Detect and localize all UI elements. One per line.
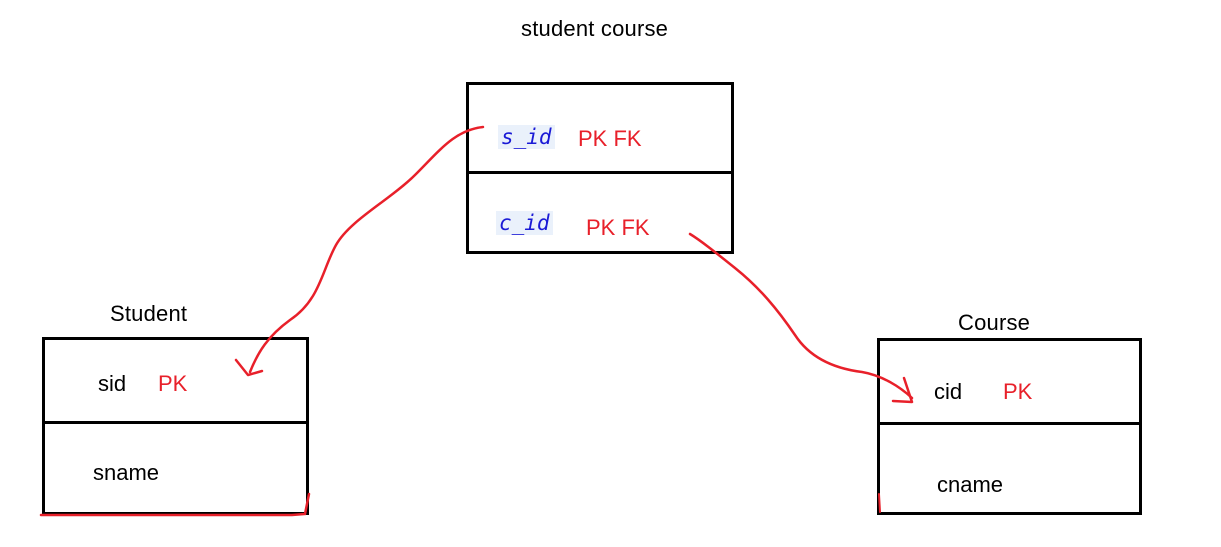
course-table-divider	[877, 422, 1142, 425]
course-field-cname: cname	[937, 472, 1004, 497]
junction-field-c_id-key: PK FK	[586, 215, 650, 240]
student-table-title: Student	[110, 301, 188, 326]
junction-field-c_id: c_id	[496, 211, 553, 235]
course-field-cid: cid	[934, 379, 963, 404]
course-field-cid-key: PK	[1003, 379, 1033, 404]
student-table-divider	[42, 421, 309, 424]
course-table-title: Course	[958, 310, 1031, 335]
junction-table-title: student course	[521, 16, 669, 41]
s_id-to-sid-line	[248, 125, 485, 374]
course-table: cid PK cname	[877, 338, 1142, 515]
student-field-sid: sid	[98, 371, 127, 396]
junction-field-s_id: s_id	[498, 125, 555, 149]
student-table: sid PK sname	[42, 337, 309, 515]
student-field-sname: sname	[93, 460, 160, 485]
junction-table-divider	[466, 171, 734, 174]
junction-field-s_id-key: PK FK	[578, 126, 642, 151]
junction-table: s_id PK FK c_id PK FK	[466, 82, 734, 254]
student-field-sid-key: PK	[158, 371, 188, 396]
